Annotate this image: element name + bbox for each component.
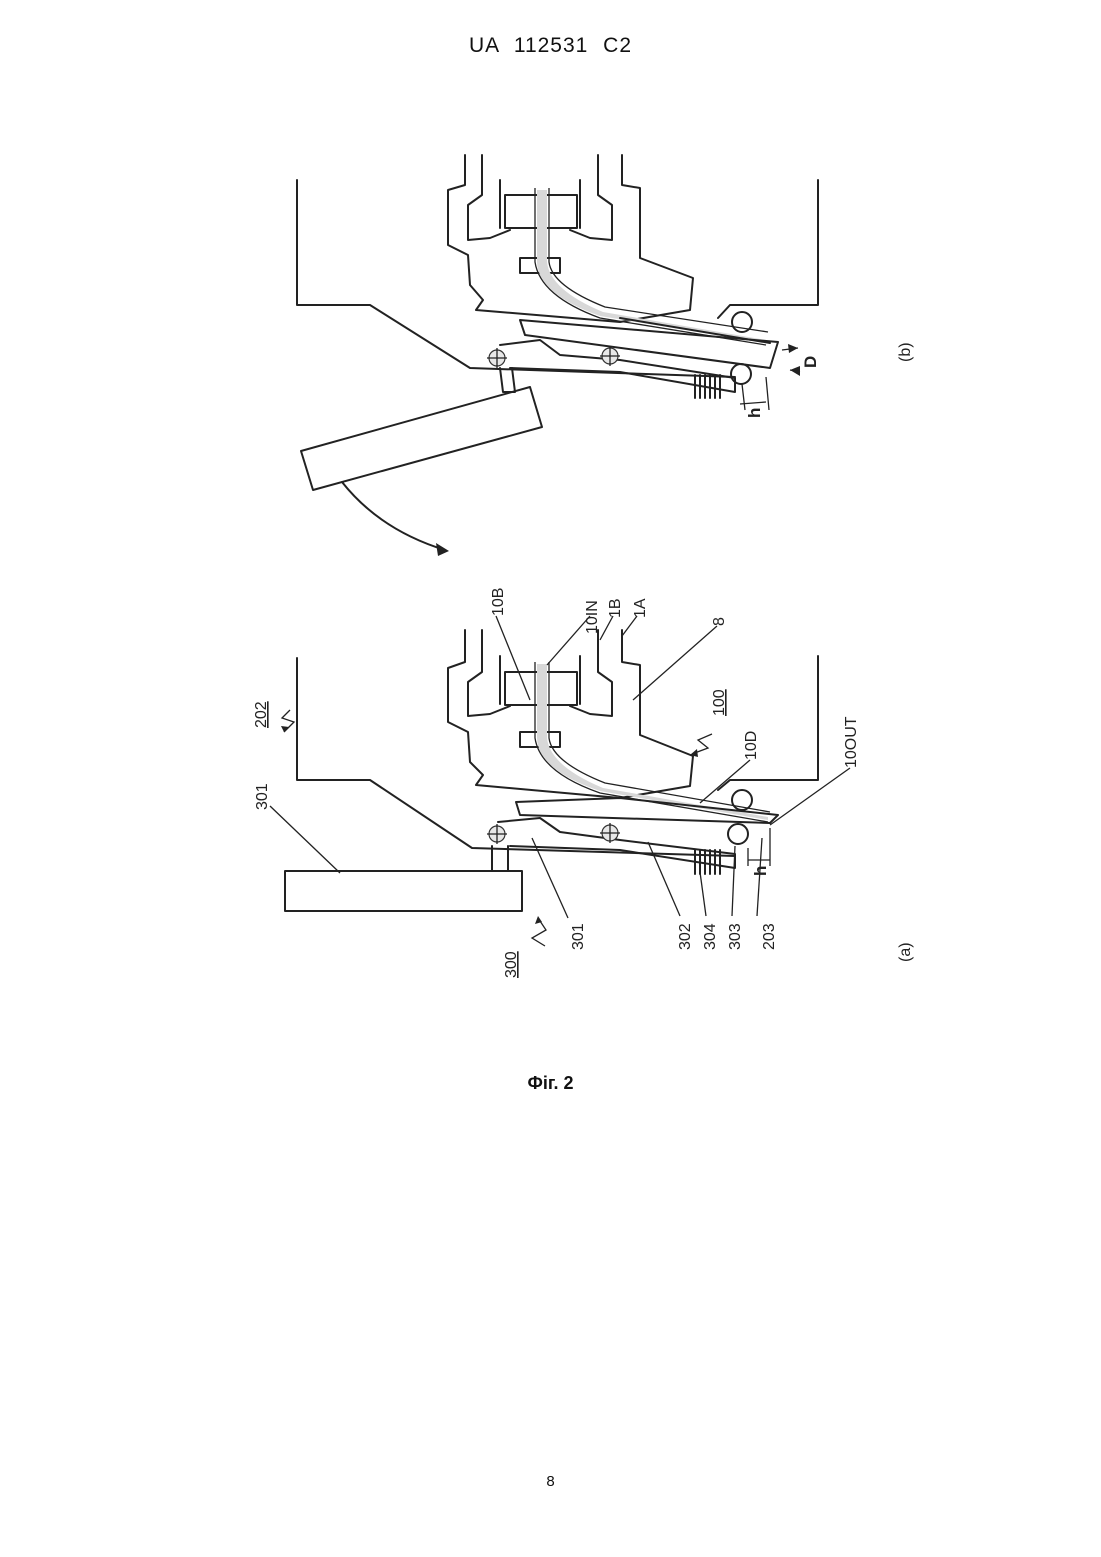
panel-b-drawing xyxy=(297,155,818,556)
label-1A: 1A xyxy=(632,598,649,618)
label-203: 203 xyxy=(761,923,778,950)
label-100: 100 xyxy=(711,689,728,716)
panel-a-tag: (a) xyxy=(897,942,914,962)
panel-a-label-h: h xyxy=(751,866,770,876)
label-1B: 1B xyxy=(607,598,624,618)
page-number: 8 xyxy=(0,1473,1101,1490)
label-10IN: 10IN xyxy=(584,600,601,634)
label-304: 304 xyxy=(702,923,719,950)
label-301-bottom: 301 xyxy=(570,923,587,950)
label-10OUT: 10OUT xyxy=(843,716,860,768)
panel-a-drawing xyxy=(270,616,850,946)
label-10B: 10B xyxy=(490,588,507,616)
label-300: 300 xyxy=(503,951,520,978)
label-10D: 10D xyxy=(743,731,760,760)
figure-caption: Фіг. 2 xyxy=(0,1073,1101,1094)
label-301-top: 301 xyxy=(254,783,271,810)
label-8: 8 xyxy=(711,617,728,626)
panel-b-label-D: D xyxy=(801,356,820,368)
panel-b-label-h: h xyxy=(745,408,764,418)
label-302: 302 xyxy=(677,923,694,950)
label-303: 303 xyxy=(727,923,744,950)
label-202: 202 xyxy=(253,701,270,728)
panel-b-tag: (b) xyxy=(897,342,914,362)
